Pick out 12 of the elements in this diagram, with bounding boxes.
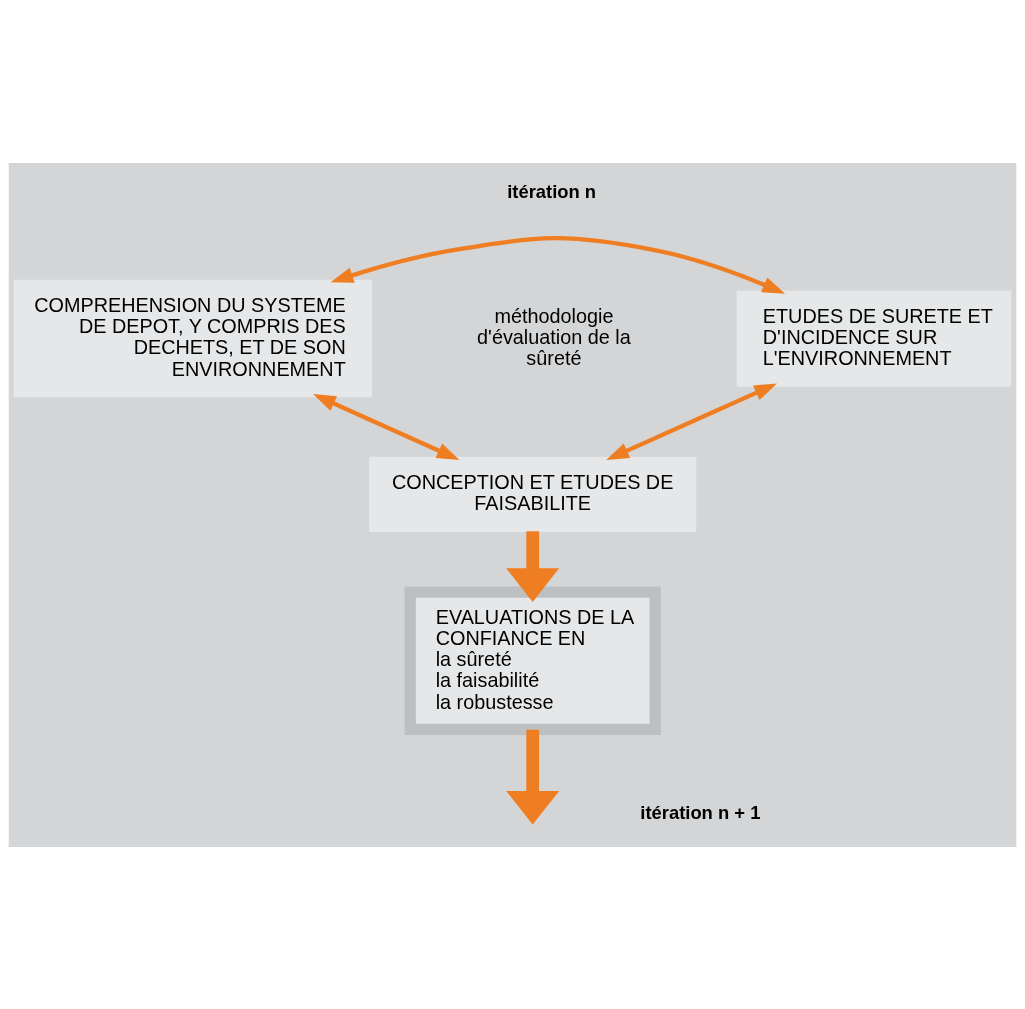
arrow (330, 235, 786, 294)
node-text: méthodologie d'évaluation de la sûreté (477, 304, 631, 369)
node-box: ETUDES DE SURETE ET D'INCIDENCE SUR L'ENVIRONNEMENT (736, 289, 1012, 387)
node-box: EVALUATIONS DE LA CONFIANCE EN la sûreté la faisabilité la robustesse (404, 585, 661, 735)
arrow (506, 729, 560, 825)
label: itération n + 1 (640, 801, 761, 823)
arrow (506, 530, 560, 602)
node-box: COMPREHENSION DU SYSTEME DE DEPOT, Y COMPRIS DES DECHETS, ET DE SON ENVIRONNEMENT (13, 279, 372, 397)
node-box: CONCEPTION ET ETUDES DE FAISABILITE (369, 456, 697, 532)
label: itération n (507, 180, 597, 202)
arrow (606, 382, 777, 460)
arrow (313, 393, 460, 460)
